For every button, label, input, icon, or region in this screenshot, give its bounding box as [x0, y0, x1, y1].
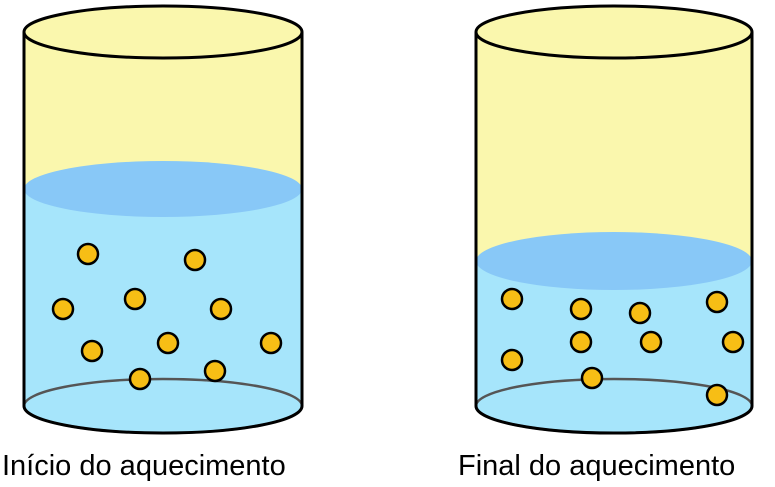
particle [128, 367, 152, 391]
particle [639, 330, 663, 354]
cylinder-start-air [24, 32, 302, 190]
cylinder-end [474, 4, 754, 435]
particle [259, 331, 283, 355]
particle [209, 297, 233, 321]
caption-end-of-heating: Final do aquecimento [458, 450, 736, 482]
particle [628, 301, 652, 325]
particle [580, 366, 604, 390]
cylinder-start-liquid-surface [24, 161, 302, 217]
cylinder-start-outline [22, 32, 304, 435]
cylinder-end-liquid-surface [476, 232, 752, 290]
cylinder-start [22, 4, 304, 435]
cylinder-end-top-rim [474, 4, 754, 60]
particle [76, 242, 100, 266]
particle [51, 297, 75, 321]
particle [721, 330, 745, 354]
particle [705, 383, 729, 407]
cylinder-end-liquid [476, 261, 752, 433]
particle [123, 287, 147, 311]
particle [203, 359, 227, 383]
particle [569, 297, 593, 321]
particle [80, 339, 104, 363]
particle [500, 348, 524, 372]
particle [183, 248, 207, 272]
cylinder-start-top-rim [22, 4, 304, 60]
particle [705, 290, 729, 314]
particle [156, 331, 180, 355]
cylinder-end-outline [474, 32, 754, 435]
particle [569, 330, 593, 354]
cylinder-end-air [476, 32, 752, 262]
caption-start-of-heating: Início do aquecimento [2, 450, 286, 482]
particle [500, 287, 524, 311]
